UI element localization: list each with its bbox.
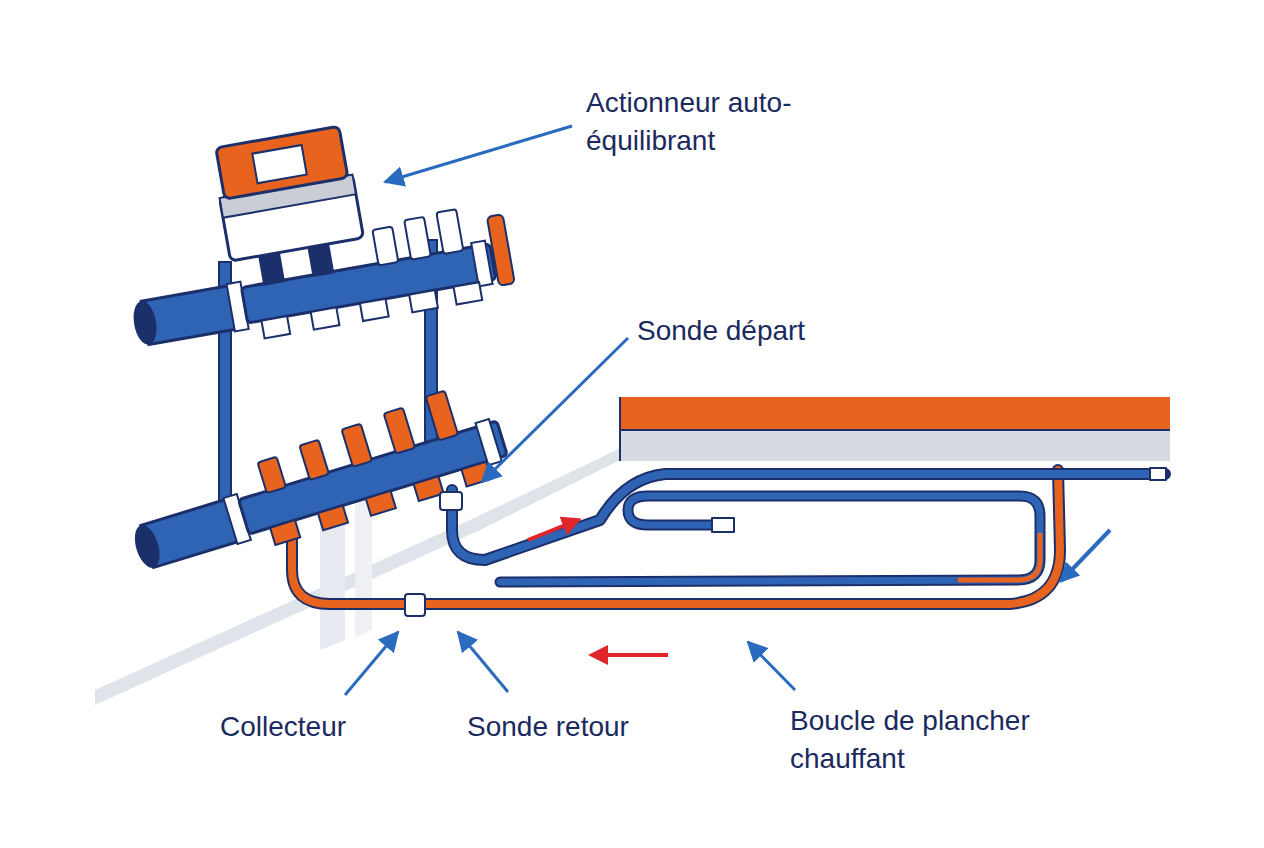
leader-line [458, 632, 508, 692]
leader-lines [345, 126, 795, 695]
leader-line [748, 642, 795, 690]
flow-meter [299, 440, 329, 480]
floor-insulation [620, 429, 1170, 461]
floor-screed [620, 397, 1170, 429]
flow-meter [426, 391, 459, 441]
actuator-head [216, 126, 348, 199]
outlet-nut [311, 307, 340, 329]
callout-label: Sonde départ [637, 312, 857, 350]
pipe-outline [500, 496, 1040, 582]
actuator-window [252, 145, 306, 183]
return-sensor [405, 594, 425, 616]
flow-meter [342, 424, 373, 467]
callout-label: Sonde retour [467, 708, 687, 746]
outlet-nut [409, 290, 438, 312]
callout-label: Collecteur [220, 708, 420, 746]
manifold-bar [241, 244, 495, 323]
valve-cap [436, 209, 463, 254]
outlet-nut [318, 505, 348, 530]
outlet-nut [270, 520, 300, 545]
valve-cap [372, 227, 398, 266]
outlet-nut [261, 316, 290, 338]
valve-cap [404, 217, 431, 260]
pipe-end [712, 518, 734, 532]
flow-meter [384, 408, 415, 454]
floor-plane [95, 397, 1170, 705]
pipe-nut [471, 241, 492, 287]
outlet-nut [366, 491, 396, 516]
pipe-nut [475, 419, 501, 465]
upper-manifold [106, 101, 516, 360]
flow-meter [258, 457, 286, 493]
flow-arrow [592, 653, 668, 657]
loop-pipe [500, 496, 1040, 582]
callout-label: Actionneur auto-équilibrant [586, 84, 836, 160]
layer-line [619, 397, 621, 461]
pipe-outline [452, 474, 1165, 560]
supply-pipe [452, 474, 1160, 560]
outlet-nut [360, 299, 389, 321]
leader-line [385, 126, 572, 182]
layer-line [620, 429, 1170, 431]
outlet-nut [461, 462, 491, 487]
pipe-end [130, 299, 159, 346]
outlet-nut [453, 282, 482, 304]
pipe-end [130, 522, 164, 571]
air-vent [487, 214, 515, 286]
return-pipe [292, 470, 1060, 604]
flow-arrow [1062, 530, 1110, 580]
leader-line [482, 338, 628, 482]
floor-loop [292, 468, 1166, 604]
pipe-outline [292, 470, 1060, 604]
callout-label: Boucle de plancher chauffant [790, 702, 1080, 778]
loop-pipe-warm [960, 535, 1040, 580]
leader-line [345, 632, 398, 695]
pipe-end [1150, 468, 1166, 480]
flow-arrow [528, 520, 578, 540]
manifold-bar [239, 421, 508, 534]
lower-manifold [119, 379, 513, 584]
supply-sensor [440, 492, 462, 510]
